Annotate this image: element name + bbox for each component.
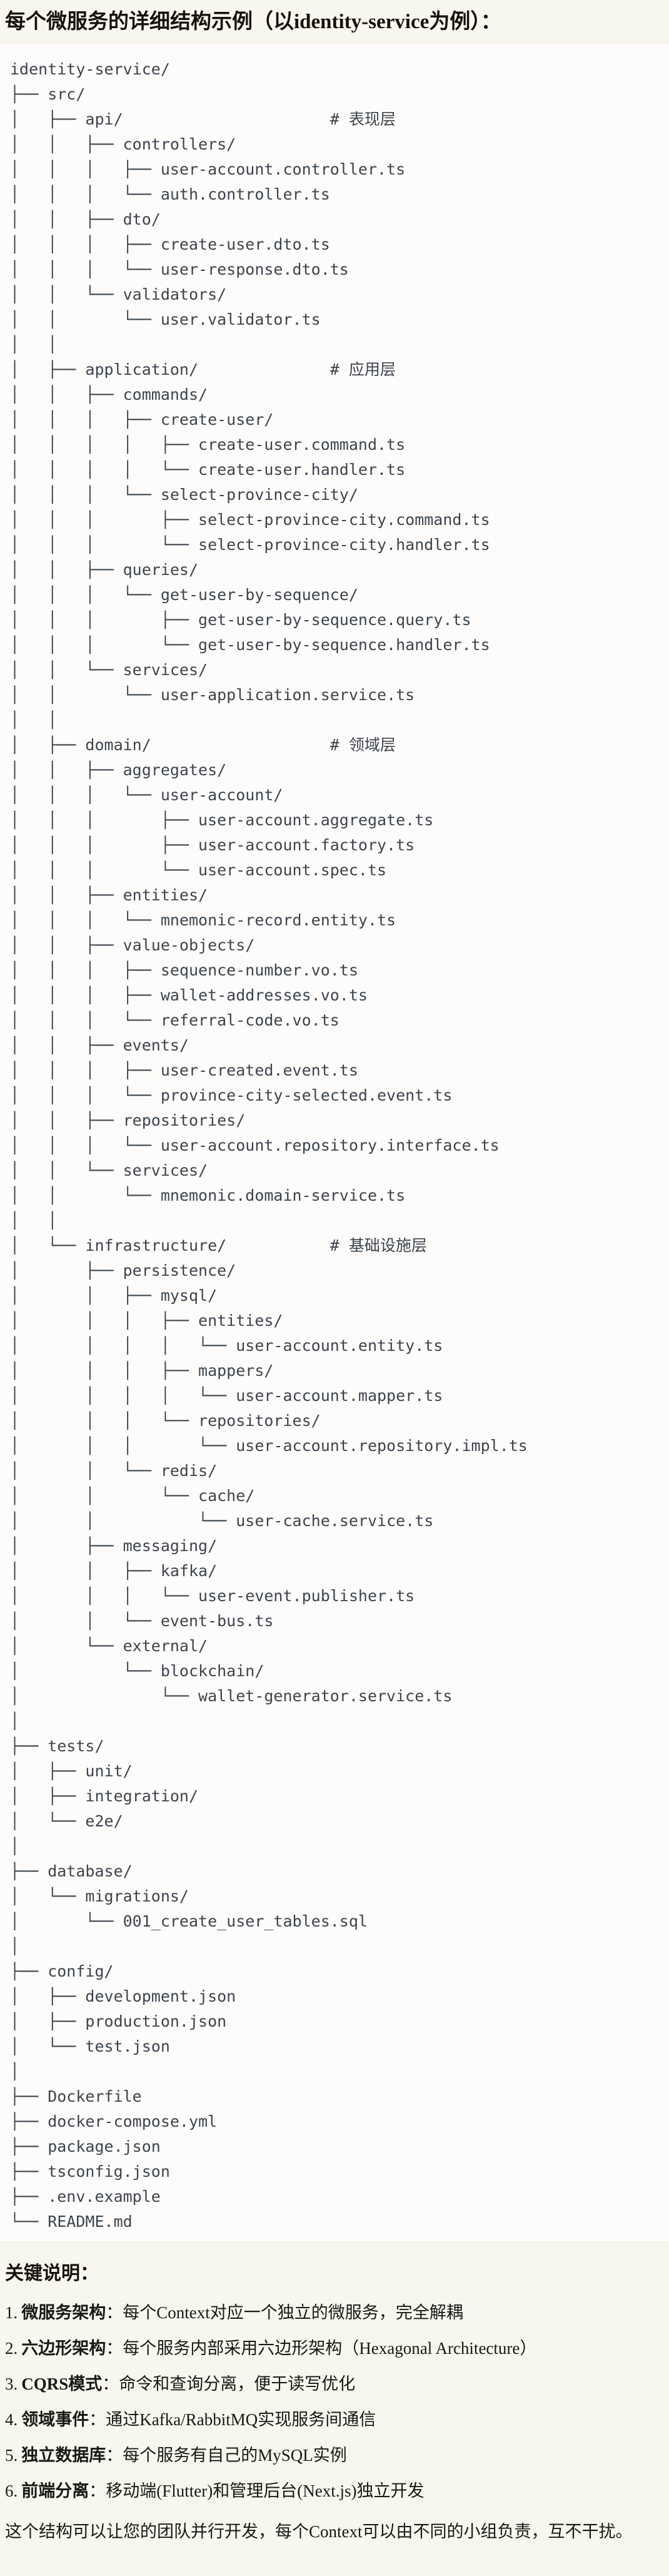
note-text: ：每个服务有自己的MySQL实例 — [106, 2446, 347, 2465]
note-number: 4. — [5, 2410, 18, 2429]
note-label: 六边形架构 — [21, 2339, 106, 2358]
notes-section: 关键说明： 1.微服务架构：每个Context对应一个独立的微服务，完全解耦 2… — [0, 2243, 669, 2562]
note-item-cqrs: 3.CQRS模式：命令和查询分离，便于读写优化 — [5, 2366, 664, 2402]
note-label: 前端分离 — [21, 2482, 89, 2500]
note-text: ：每个Context对应一个独立的微服务，完全解耦 — [106, 2303, 463, 2322]
note-text: ：命令和查询分离，便于读写优化 — [102, 2375, 356, 2393]
note-number: 5. — [5, 2446, 18, 2465]
note-label: 独立数据库 — [21, 2446, 106, 2465]
notes-heading: 关键说明： — [5, 2263, 99, 2284]
note-text: ：通过Kafka/RabbitMQ实现服务间通信 — [89, 2410, 376, 2429]
note-number: 3. — [5, 2375, 18, 2393]
note-item-domain-events: 4.领域事件：通过Kafka/RabbitMQ实现服务间通信 — [5, 2402, 664, 2438]
note-number: 6. — [5, 2482, 18, 2500]
directory-tree-code-block: identity-service/ ├── src/ │ ├── api/ # … — [0, 43, 669, 2243]
page-title: 每个微服务的详细结构示例（以identity-service为例）： — [5, 11, 501, 33]
note-text: ：每个服务内部采用六边形架构（Hexagonal Architecture） — [106, 2339, 537, 2358]
note-number: 1. — [5, 2303, 18, 2322]
note-item-independent-db: 5.独立数据库：每个服务有自己的MySQL实例 — [5, 2438, 664, 2473]
note-item-microservice: 1.微服务架构：每个Context对应一个独立的微服务，完全解耦 — [5, 2295, 664, 2331]
note-text: ：移动端(Flutter)和管理后台(Next.js)独立开发 — [89, 2482, 425, 2500]
note-number: 2. — [5, 2339, 18, 2358]
note-label: CQRS模式 — [21, 2375, 103, 2393]
note-item-hexagonal: 2.六边形架构：每个服务内部采用六边形架构（Hexagonal Architec… — [5, 2331, 664, 2366]
note-item-frontend-separation: 6.前端分离：移动端(Flutter)和管理后台(Next.js)独立开发 — [5, 2473, 664, 2509]
page-header: 每个微服务的详细结构示例（以identity-service为例）： — [0, 0, 669, 43]
notes-footer: 这个结构可以让您的团队并行开发，每个Context可以由不同的小组负责，互不干扰… — [5, 2522, 633, 2541]
note-label: 微服务架构 — [21, 2303, 106, 2322]
directory-tree: identity-service/ ├── src/ │ ├── api/ # … — [10, 60, 528, 2231]
note-label: 领域事件 — [21, 2410, 89, 2429]
